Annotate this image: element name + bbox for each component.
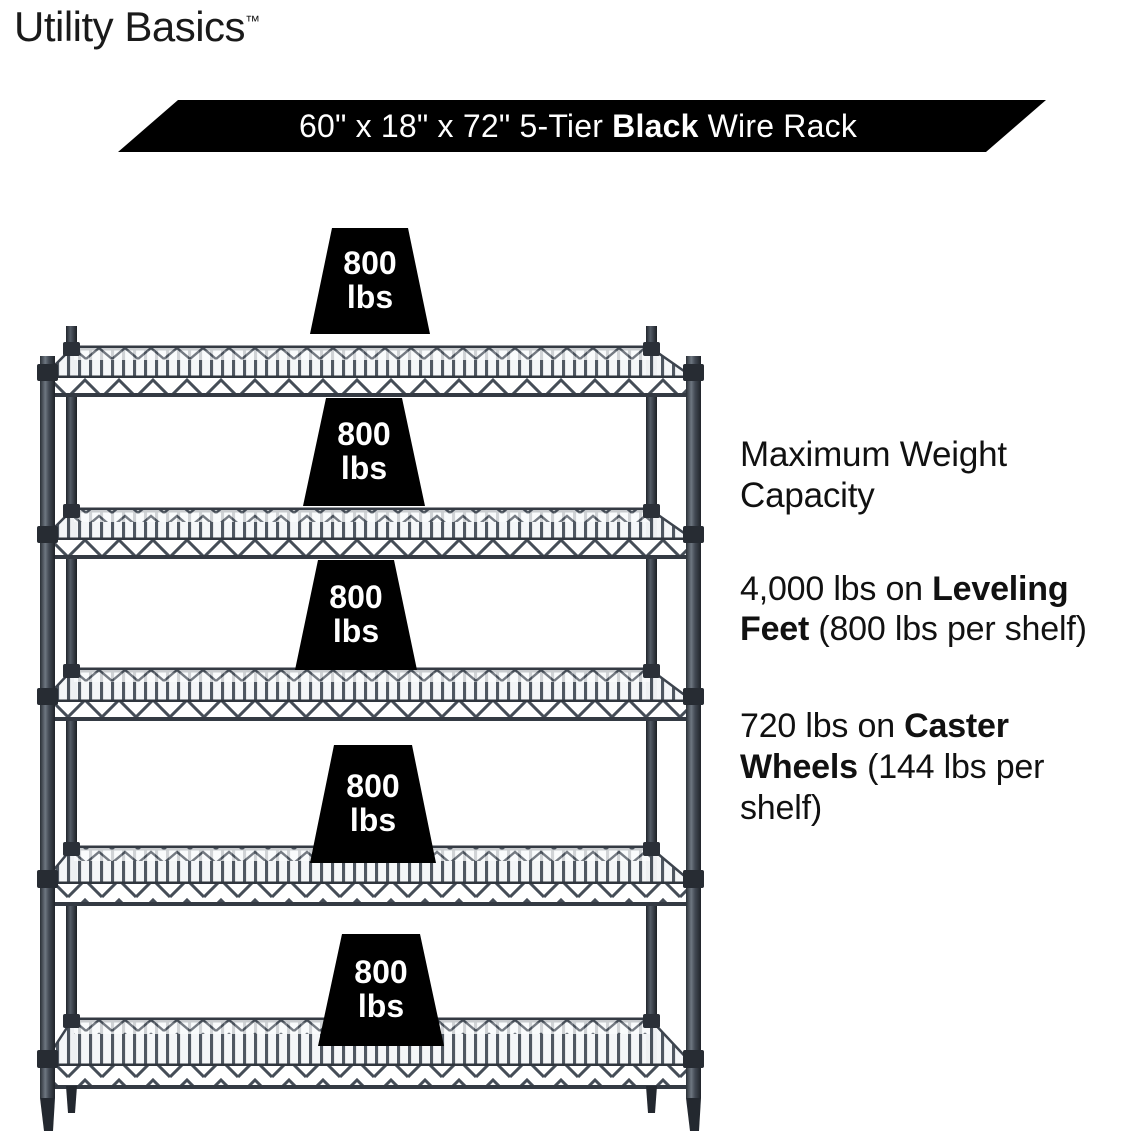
capacity-value-1: 800 (343, 245, 397, 282)
leveling-feet-lead: 4,000 lbs on (740, 569, 933, 608)
product-title-banner: 60" x 18" x 72" 5-Tier Black Wire Rack (118, 100, 1046, 152)
shelf-capacity-label-2: 800 lbs (303, 398, 425, 506)
wire-rack-drawing (37, 326, 704, 1131)
shelf-capacity-label-4: 800 lbs (310, 745, 436, 863)
capacity-info-panel: Maximum Weight Capacity 4,000 lbs on Lev… (740, 434, 1132, 829)
shelf-capacity-label-5: 800 lbs (318, 934, 444, 1046)
product-title-emphasis: Black (612, 107, 699, 144)
capacity-unit-3: lbs (332, 613, 380, 649)
capacity-unit-5: lbs (357, 988, 405, 1024)
wire-rack-illustration (34, 318, 724, 1131)
brand-name: Utility Basics (14, 3, 246, 50)
capacity-value-4: 800 (346, 768, 400, 805)
capacity-heading-line2: Capacity (740, 476, 875, 516)
brand-logo: Utility Basics™ (14, 6, 260, 48)
leveling-feet-emphasis: Leveling Feet (740, 569, 1069, 649)
shelf-capacity-label-3: 800 lbs (295, 560, 417, 670)
shelf-tier-3 (39, 667, 698, 721)
capacity-value-2: 800 (337, 416, 391, 453)
capacity-heading: Maximum Weight Capacity (740, 434, 1132, 517)
capacity-unit-4: lbs (349, 802, 397, 838)
product-title-prefix: 60" x 18" x 72" 5-Tier (298, 107, 613, 144)
leveling-feet-tail: (800 lbs per shelf) (809, 610, 1087, 649)
caster-wheels-lead: 720 lbs on (740, 707, 905, 746)
capacity-unit-1: lbs (346, 279, 394, 315)
shelf-capacity-label-1: 800 lbs (310, 228, 430, 334)
product-title-text: 60" x 18" x 72" 5-Tier Black Wire Rack (299, 108, 857, 145)
capacity-value-5: 800 (354, 954, 408, 991)
caster-wheels-tail: (144 lbs per shelf) (740, 747, 1045, 827)
leveling-feet (40, 1086, 701, 1131)
trademark-symbol: ™ (245, 13, 261, 30)
caster-wheels-emphasis: Caster Wheels (740, 707, 1009, 786)
capacity-item-leveling-feet: 4,000 lbs on Leveling Feet (800 lbs per … (740, 569, 1132, 651)
capacity-item-caster-wheels: 720 lbs on Caster Wheels (144 lbs per sh… (740, 706, 1132, 828)
capacity-heading-line1: Maximum Weight (740, 435, 1007, 474)
post-collars (37, 342, 704, 1068)
shelf-tier-1 (38, 345, 698, 397)
capacity-value-3: 800 (329, 579, 383, 616)
capacity-unit-2: lbs (340, 450, 388, 486)
shelf-tier-2 (38, 507, 698, 559)
product-title-suffix: Wire Rack (698, 107, 858, 144)
